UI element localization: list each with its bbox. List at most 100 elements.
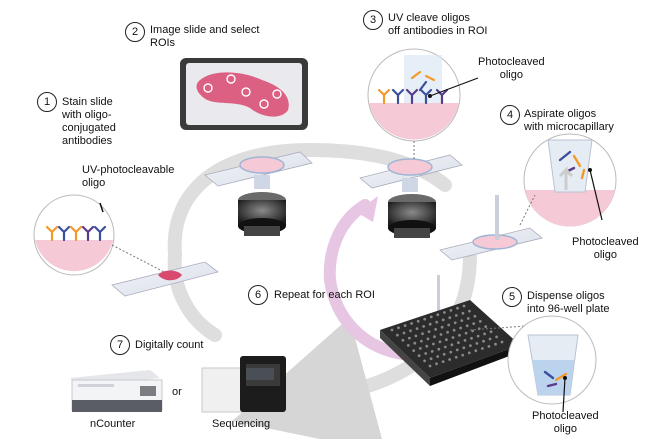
plate-well [488,337,492,341]
plate-well [396,333,399,337]
step-label-1: Stain slide with oligo- conjugated antib… [62,96,116,147]
ncounter-label: nCounter [90,418,136,430]
callout-photocleaved-4: Photocleaved oligo [572,236,639,261]
plate-well [421,332,424,336]
plate-well [438,340,442,344]
plate-well [423,359,426,363]
capillary-slide [439,194,543,261]
plate-well [462,346,466,350]
plate-well [487,345,491,348]
plate-well [414,334,418,338]
plate-well [437,347,441,351]
plate-well [448,358,451,361]
plate-well [403,324,407,327]
plate-well [433,335,436,339]
step-label-7: Digitally count [135,339,204,351]
antibody-inset-1 [33,194,171,276]
step-number-1: 1 [37,92,57,112]
or-label: or [172,386,182,398]
plate-well [495,335,498,339]
plate-well [482,339,485,343]
plate-well [428,322,432,326]
plate-well [483,332,486,336]
step-number-3: 3 [363,10,383,30]
step-label-3: UV cleave oligos off antibodies in ROI [388,12,488,37]
well-plate [380,275,541,386]
step-label-4: Aspirate oligos with microcapillary [524,108,614,133]
plate-well [489,330,493,334]
plate-well [461,353,465,357]
aspirate-inset [523,133,617,227]
plate-well [500,340,504,344]
plate-well [452,328,456,332]
plate-well [481,347,484,350]
plate-well [434,328,437,331]
step-number-2: 2 [125,22,145,42]
plate-well [441,318,445,322]
plate-well [469,344,472,347]
step-number-4: 4 [500,105,520,125]
plate-well [445,338,448,342]
plate-well [474,349,478,353]
sequencer-instrument [201,356,286,413]
plate-well [427,330,431,333]
dispense-inset [507,315,597,413]
microscope-left [204,151,313,236]
plate-well [422,325,425,328]
plate-well [465,324,469,328]
plate-well [412,349,416,352]
plate-well [410,322,413,325]
plate-well [450,343,454,347]
plate-well [426,337,430,341]
plate-well [435,320,439,324]
plate-well [439,333,443,336]
plate-well [494,342,497,346]
plate-well [408,336,411,340]
plate-well [416,319,420,323]
plate-well [420,339,423,343]
plate-well [440,325,444,329]
callout-photocleaved-5: Photocleaved oligo [532,410,599,435]
plate-well [447,323,451,327]
microscope-right [359,141,463,238]
plate-well [428,364,432,368]
plate-well [418,347,422,350]
sequencing-label: Sequencing [212,418,271,430]
plate-well [454,355,458,359]
step-label-5: Dispense oligos into 96-well plate [527,290,610,315]
plate-well [443,345,447,349]
plate-well [454,314,458,317]
plate-well [424,352,428,355]
cycle-arrow-purple [323,196,416,361]
callout-photocleaved-3: Photocleaved oligo [478,56,545,81]
plate-well [432,342,435,346]
plate-well [475,342,479,345]
imaging-monitor [180,58,308,130]
plate-well [448,316,452,320]
plate-well [442,352,446,356]
plate-well [429,315,433,319]
plate-well [472,322,476,325]
plate-well [476,334,480,338]
plate-well [457,341,460,344]
plate-well [449,309,453,312]
plate-well [423,317,427,321]
step-number-6: 6 [248,285,268,305]
step-number-7: 7 [110,335,130,355]
plate-well [484,325,488,328]
plate-well [466,317,470,320]
plate-well [463,339,467,342]
plate-well [425,344,429,348]
plate-well [435,362,438,366]
plate-well [429,357,433,361]
plate-well [458,333,461,337]
plate-well [460,319,464,322]
plate-well [461,311,465,315]
uv-cleave-inset [367,48,479,142]
plate-well [402,331,406,335]
plate-well [397,326,400,330]
plate-well [406,344,410,347]
ncounter-instrument [70,370,163,412]
